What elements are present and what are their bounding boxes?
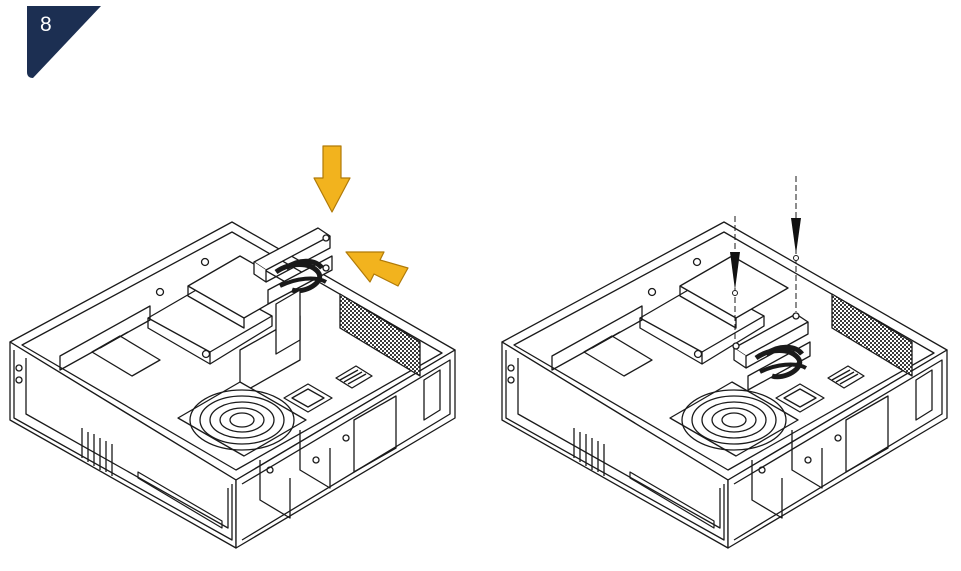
riser-card-right [732,312,811,391]
screw-icon [732,255,799,296]
step-badge: 8 [27,6,101,78]
step-badge-shape [27,6,101,78]
black-pointer-arrow-icon [730,218,801,290]
yellow-block-arrow-icon [313,145,409,287]
chassis-right [501,221,948,549]
front-slots-right [573,428,605,476]
front-slots-left [81,428,113,476]
riser-card-left [253,227,333,355]
heatsink-left [335,365,373,389]
chassis-left [9,221,456,549]
step-number: 8 [40,13,52,36]
heatsink-right [827,365,865,389]
